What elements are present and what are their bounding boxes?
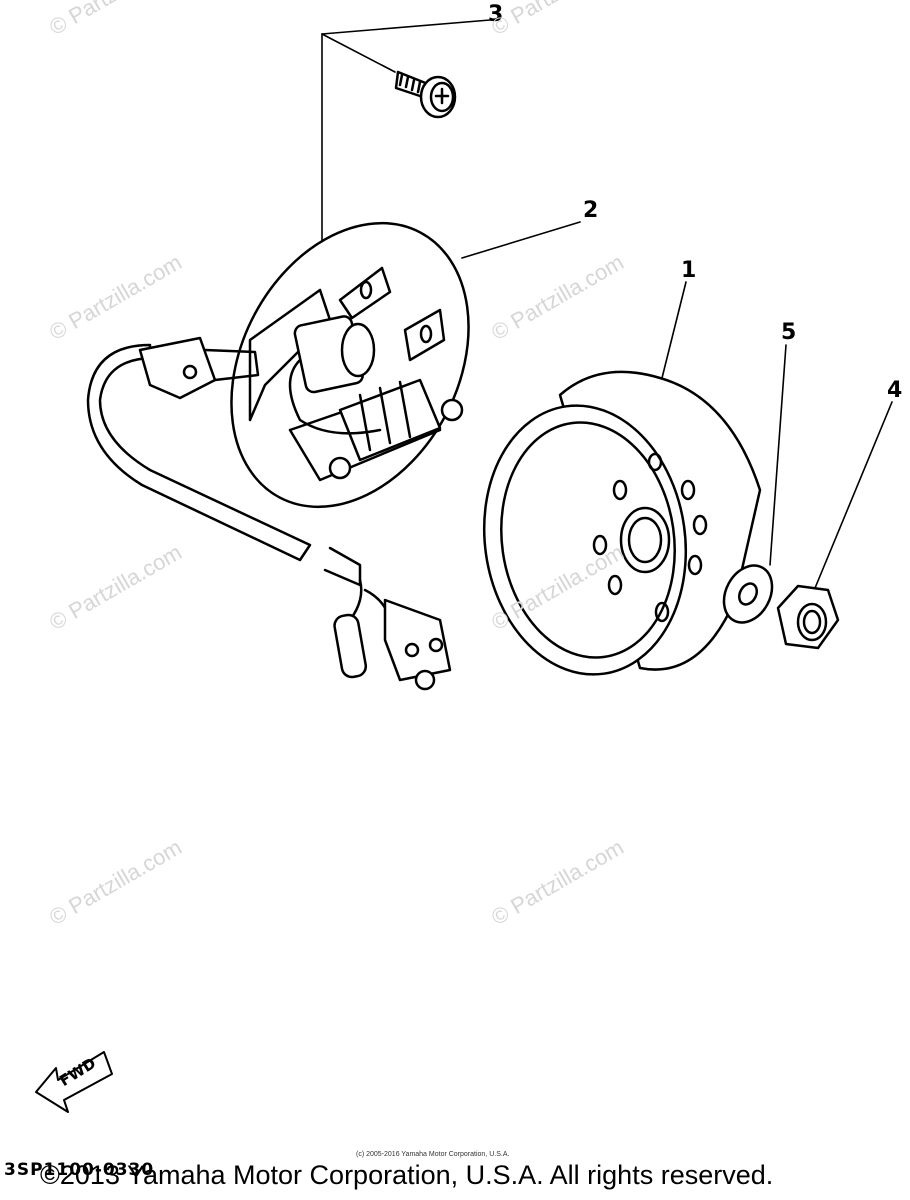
leader-lines [321,19,893,606]
fwd-arrow-icon [35,1051,113,1113]
diagram-code: 3SP1100-0330 [4,1160,155,1180]
callout-1: 1 [681,258,697,283]
callout-3: 3 [488,2,504,27]
copyright-notice: ©2013 Yamaha Motor Corporation, U.S.A. A… [40,1160,774,1190]
screw-part-3 [394,70,457,119]
nut-part-4 [776,584,840,650]
callout-5: 5 [781,320,797,345]
wire-harness [86,336,452,691]
small-copyright: (c) 2005-2016 Yamaha Motor Corporation, … [356,1151,510,1158]
washer-part-5 [722,564,774,624]
callout-2: 2 [583,198,599,223]
stator-part-2 [230,221,470,509]
flywheel-part-1 [482,370,762,676]
callout-4: 4 [887,378,903,403]
